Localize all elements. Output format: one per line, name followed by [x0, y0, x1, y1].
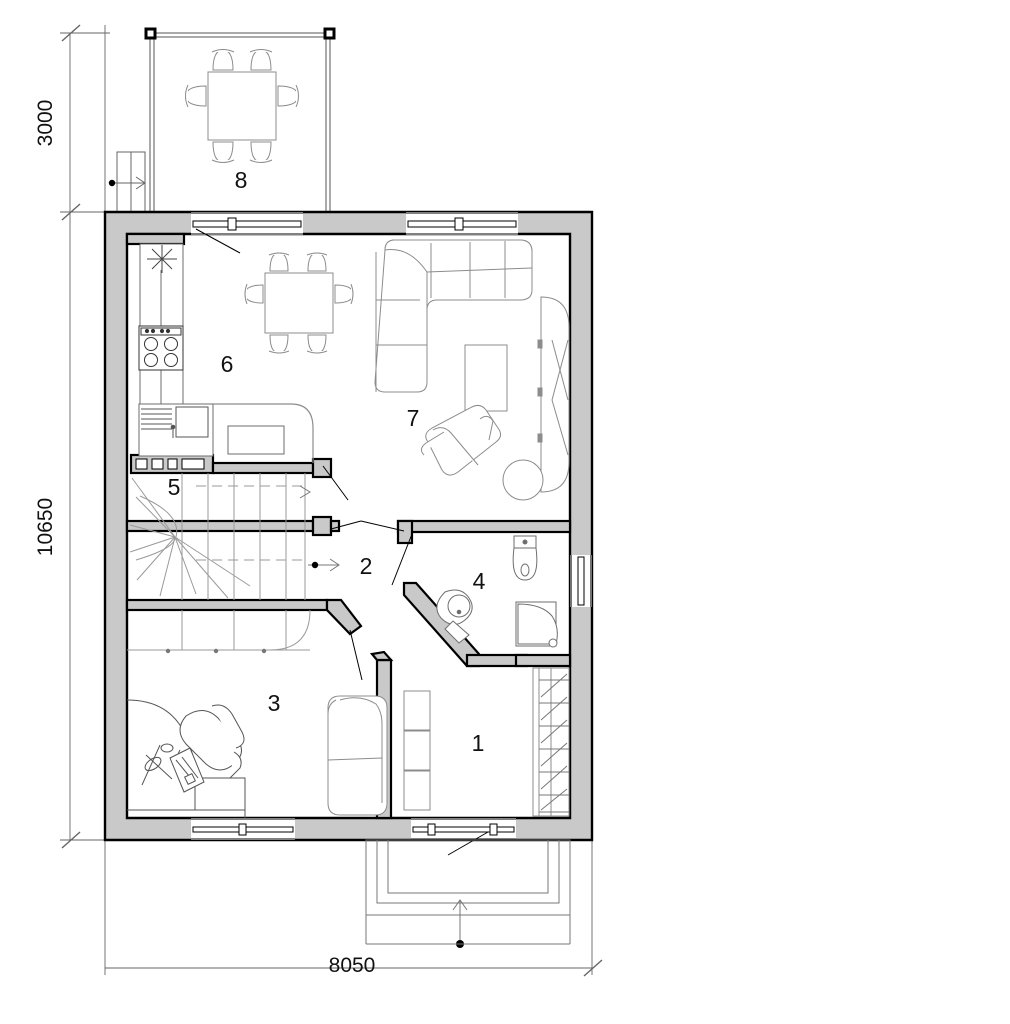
room-label-7: 7: [407, 405, 420, 431]
bathroom-fixtures: [436, 535, 558, 648]
dining-table-6-chairs: [244, 252, 354, 354]
patio-table-6-chairs: [185, 49, 299, 163]
window-sash: [577, 556, 585, 606]
dimension-terrace-depth: 3000: [34, 100, 57, 147]
wall-bath-top: [396, 519, 572, 534]
door-leaders: [195, 228, 489, 856]
patio-chair: [185, 84, 207, 108]
kitchen-sink: [141, 406, 209, 438]
round-side-table: [502, 459, 544, 501]
shelf-unit: [403, 690, 431, 811]
window-sash: [192, 217, 517, 231]
wall-study-top: [125, 598, 329, 612]
wall-stair-mid: [125, 519, 315, 533]
dining-table: [264, 272, 334, 334]
wall-kitchen-top: [125, 232, 186, 246]
stove-cooktop: [138, 325, 184, 371]
under-stair-storage: [127, 609, 311, 654]
door-jamb-a: [311, 457, 333, 479]
dining-chair: [268, 334, 290, 354]
coffee-table: [464, 344, 508, 412]
wall-stair-upper: [211, 461, 315, 475]
wall-study-angled: [325, 598, 363, 636]
entrance-steps: [365, 839, 571, 948]
wall-bath-jamb: [396, 519, 414, 545]
stair-direction-dot: [311, 561, 319, 569]
dining-chair: [334, 283, 354, 305]
wc-toilet: [512, 535, 538, 581]
armchair: [420, 404, 502, 476]
room-label-3: 3: [268, 690, 281, 716]
window-sash: [192, 823, 515, 836]
terrace-area: [144, 27, 336, 212]
keyboard: [169, 747, 205, 793]
patio-chair: [249, 141, 273, 163]
kitchen-peninsula: [213, 403, 314, 463]
dining-chair: [268, 252, 290, 272]
dining-chair: [306, 334, 328, 354]
mouse: [160, 743, 174, 753]
terrace-step: [108, 151, 146, 215]
patio-chair: [211, 141, 235, 163]
corner-shower: [515, 601, 558, 648]
patio-chair: [211, 49, 235, 71]
room-label-1: 1: [472, 730, 485, 756]
room-label-2: 2: [360, 553, 373, 579]
tv-media-unit: [227, 425, 285, 455]
wall-hall-right: [514, 653, 572, 668]
two-seat-sofa: [327, 695, 388, 816]
room-label-4: 4: [473, 568, 486, 594]
wall-entry-top: [369, 650, 394, 662]
dimension-overall-width: 8050: [329, 954, 376, 977]
step-direction-dot: [108, 179, 116, 187]
room-label-8: 8: [235, 167, 248, 193]
door-jamb-b: [311, 515, 333, 537]
kitchen-fixtures: [135, 243, 314, 470]
dimension-overall-height: 10650: [34, 498, 57, 556]
dining-chair: [306, 252, 328, 272]
patio-chair: [277, 84, 299, 108]
l-shaped-sofa: [374, 239, 533, 393]
door-jamb-b2: [329, 519, 341, 533]
patio-chair: [249, 49, 273, 71]
room-label-5: 5: [168, 474, 181, 500]
study-furniture: [126, 699, 246, 818]
living-room-furniture: [374, 239, 570, 501]
curved-cabinet: [537, 296, 570, 493]
patio-table: [207, 71, 277, 141]
wardrobe-closet: [532, 667, 570, 817]
kitchen-base-cabinets: [135, 458, 205, 470]
exterior-openings: [191, 212, 592, 840]
dining-chair: [244, 283, 264, 305]
hood-symbol: [147, 245, 177, 273]
desk-lamp: [141, 744, 173, 786]
room-label-6: 6: [221, 351, 234, 377]
washbasin: [436, 589, 473, 644]
staircase: [129, 473, 340, 600]
